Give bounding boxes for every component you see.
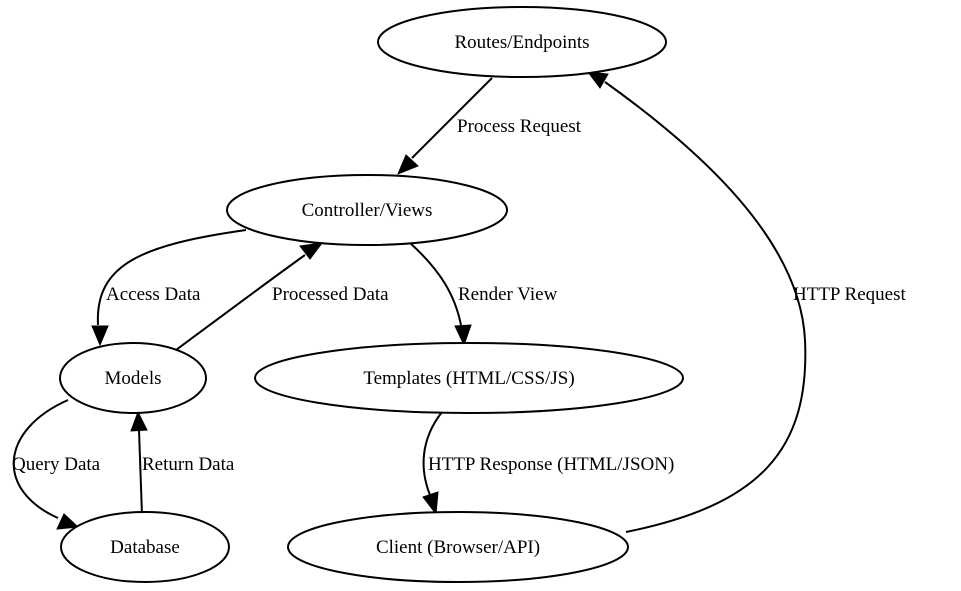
node-models: Models [59,342,207,414]
node-label-client: Client (Browser/API) [376,537,540,558]
arrowhead-models-from-controller [91,325,109,347]
edge-line-database-models [138,429,143,516]
edge-client-to-routes [586,71,807,533]
edge-label-return-data: Return Data [142,454,235,475]
node-label-controller: Controller/Views [302,200,433,221]
edge-models-to-database [12,399,80,530]
edge-line-controller-models [96,229,247,326]
edge-label-process-request: Process Request [457,116,582,137]
node-templates: Templates (HTML/CSS/JS) [254,342,684,414]
arrowhead-routes-from-client [586,71,609,89]
edge-line-routes-controller [411,77,493,159]
node-client: Client (Browser/API) [287,511,629,583]
edge-label-query-data: Query Data [12,454,101,475]
edge-line-templates-client [422,411,443,496]
edge-label-processed-data: Processed Data [272,284,389,305]
arrowhead-client-from-templates [422,491,439,516]
edge-label-render-view: Render View [458,284,558,305]
arrowhead-controller-from-routes [397,154,419,175]
edge-line-controller-templates [409,242,462,326]
arrowhead-templates-from-controller [454,324,472,347]
edge-label-http-response: HTTP Response (HTML/JSON) [428,454,674,475]
node-label-database: Database [110,537,180,558]
edge-label-http-request: HTTP Request [793,284,906,305]
edge-database-to-models [130,410,148,516]
arrowhead-database-from-models [56,513,80,530]
edge-routes-to-controller [397,77,493,175]
node-label-routes: Routes/Endpoints [454,32,589,53]
arrowhead-controller-from-models [299,242,324,260]
edge-line-models-database [12,399,69,519]
edge-label-access-data: Access Data [106,284,201,305]
edge-templates-to-client [422,411,443,516]
node-label-templates: Templates (HTML/CSS/JS) [363,368,574,389]
node-routes-endpoints: Routes/Endpoints [377,6,667,78]
edge-line-client-routes [604,81,807,533]
edge-controller-to-templates [409,242,472,347]
node-database: Database [60,511,230,583]
edge-models-to-controller [175,242,324,351]
arrowhead-models-from-database [130,410,148,432]
node-label-models: Models [105,368,162,389]
edge-line-models-controller [175,254,306,351]
node-controller-views: Controller/Views [226,174,508,246]
edge-controller-to-models [91,229,247,347]
